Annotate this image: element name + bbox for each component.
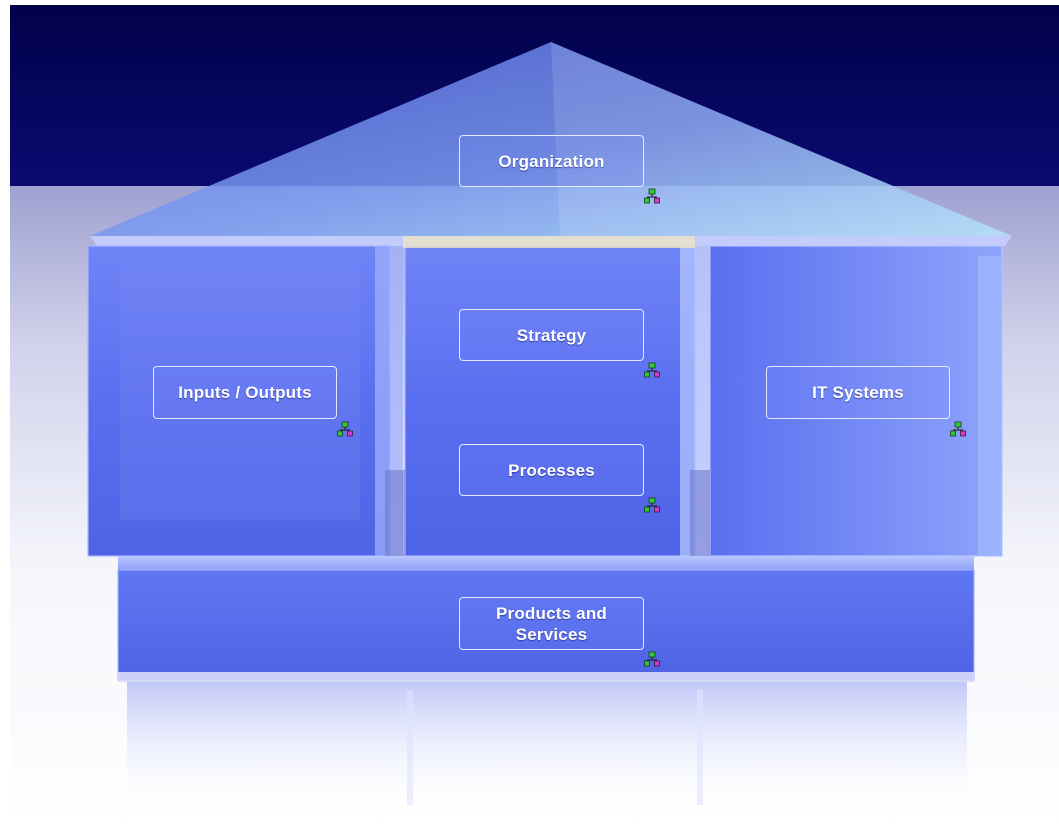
organization-label: Organization xyxy=(498,151,605,171)
it-systems-label: IT Systems xyxy=(812,383,904,402)
strategy-hierarchy-icon[interactable] xyxy=(644,362,660,378)
processes-hierarchy-icon[interactable] xyxy=(644,497,660,513)
it-systems-box[interactable]: IT Systems xyxy=(766,366,950,419)
inputs-outputs-box[interactable]: Inputs / Outputs xyxy=(153,366,337,419)
processes-label: Processes xyxy=(508,460,595,480)
organization-hierarchy-icon[interactable] xyxy=(644,188,660,204)
inputs-outputs-label: Inputs / Outputs xyxy=(178,383,312,402)
strategy-label: Strategy xyxy=(516,325,587,345)
processes-box[interactable]: Processes xyxy=(459,444,644,496)
strategy-box[interactable]: Strategy xyxy=(459,309,644,361)
inputs-outputs-hierarchy-icon[interactable] xyxy=(337,421,353,437)
products-services-box[interactable]: Products and Services xyxy=(459,597,644,650)
products-services-label: Products and Services xyxy=(495,603,608,644)
products-services-hierarchy-icon[interactable] xyxy=(644,651,660,667)
it-systems-hierarchy-icon[interactable] xyxy=(950,421,966,437)
organization-box[interactable]: Organization xyxy=(459,135,644,187)
